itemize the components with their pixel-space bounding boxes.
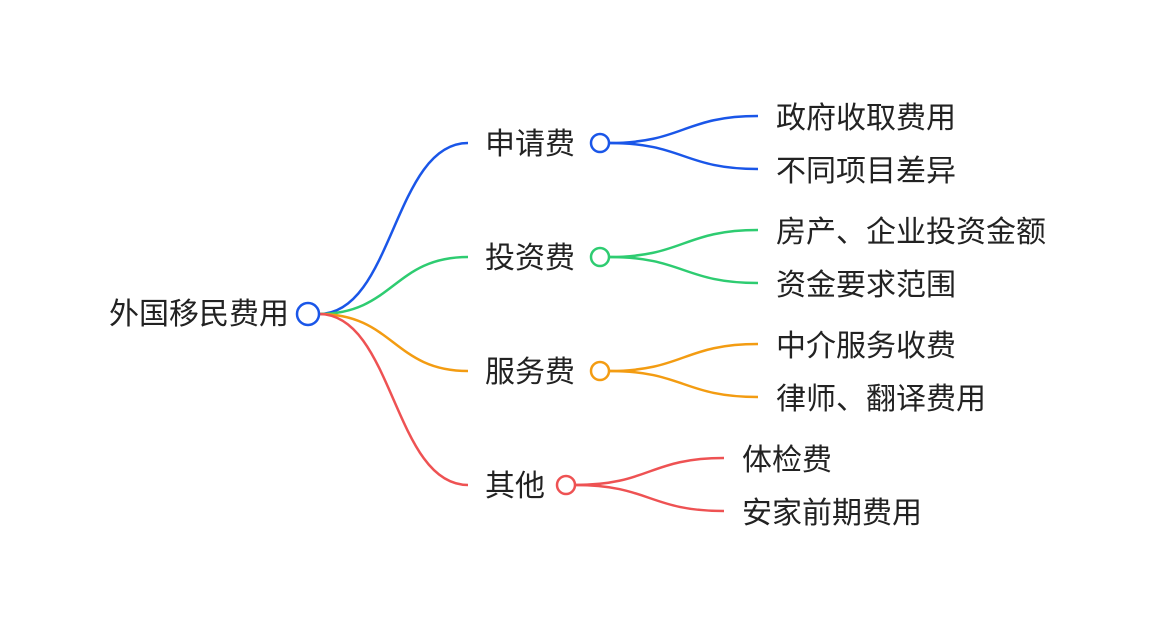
leaf-node-label-2-2[interactable]: 资金要求范围 <box>776 268 956 303</box>
branch-node-3-collapse-toggle[interactable] <box>589 360 611 382</box>
edge-branch-1-child-1 <box>608 114 759 145</box>
leaf-node-label-3-1[interactable]: 中介服务收费 <box>776 329 956 364</box>
edge-branch-4-child-1 <box>574 456 725 487</box>
leaf-node-label-1-1[interactable]: 政府收取费用 <box>776 101 956 136</box>
edge-branch-2-child-2 <box>608 255 759 285</box>
leaf-node-label-2-1[interactable]: 房产、企业投资金额 <box>776 215 1046 250</box>
edge-root-branch-2 <box>318 255 469 316</box>
branch-node-label-2[interactable]: 投资费 <box>485 241 575 276</box>
edge-branch-1-child-2 <box>608 141 759 171</box>
branch-node-4-collapse-toggle[interactable] <box>555 474 577 496</box>
branch-node-label-3[interactable]: 服务费 <box>485 355 575 390</box>
edge-root-branch-1 <box>318 141 469 316</box>
leaf-node-label-4-2[interactable]: 安家前期费用 <box>742 496 922 531</box>
branch-node-label-1[interactable]: 申请费 <box>485 127 575 162</box>
edge-branch-4-child-2 <box>574 483 725 513</box>
edge-root-branch-4 <box>318 312 469 487</box>
branch-node-label-4[interactable]: 其他 <box>485 469 545 504</box>
edge-branch-3-child-1 <box>608 342 759 373</box>
edge-branch-2-child-1 <box>608 228 759 259</box>
root-node-label[interactable]: 外国移民费用 <box>109 297 289 332</box>
branch-node-2-collapse-toggle[interactable] <box>589 246 611 268</box>
edge-root-branch-3 <box>318 312 469 373</box>
root-node-collapse-toggle[interactable] <box>295 301 321 327</box>
leaf-node-label-3-2[interactable]: 律师、翻译费用 <box>776 382 986 417</box>
edge-branch-3-child-2 <box>608 369 759 399</box>
leaf-node-label-4-1[interactable]: 体检费 <box>742 443 832 478</box>
leaf-node-label-1-2[interactable]: 不同项目差异 <box>776 154 956 189</box>
branch-node-1-collapse-toggle[interactable] <box>589 132 611 154</box>
